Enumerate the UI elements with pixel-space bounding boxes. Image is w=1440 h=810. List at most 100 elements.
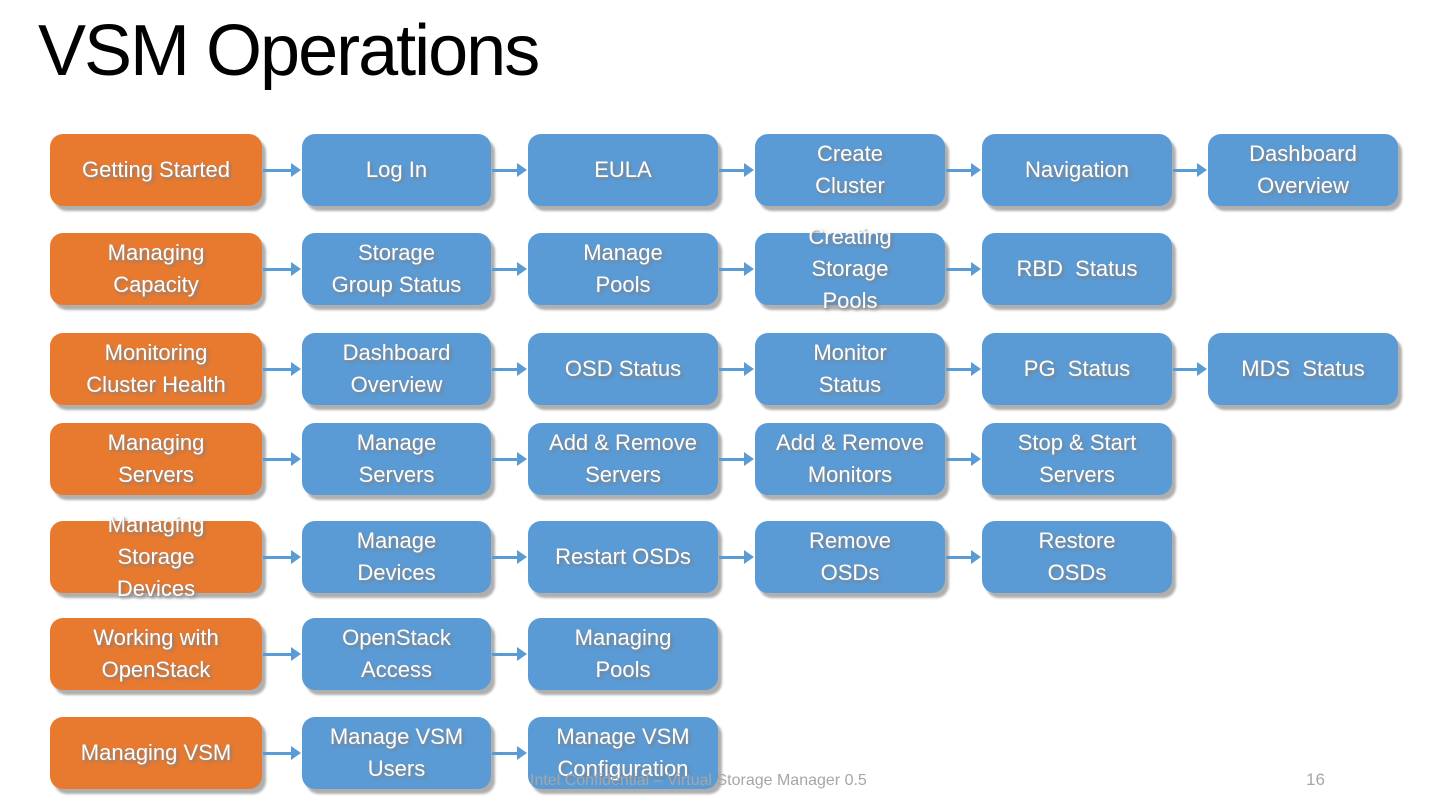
box-label: Add & Remove Monitors xyxy=(776,430,924,487)
step-box: Manage VSM Users xyxy=(302,717,491,789)
flow-arrow-icon xyxy=(946,550,981,564)
box-label: Remove OSDs xyxy=(809,528,891,585)
step-box: Manage Devices xyxy=(302,521,491,593)
step-box: OpenStack Access xyxy=(302,618,491,690)
flow-arrow-icon xyxy=(263,550,301,564)
category-box: Managing Servers xyxy=(50,423,262,495)
arrow-shaft xyxy=(1173,367,1197,371)
box-label: Monitor Status xyxy=(813,340,887,397)
arrow-head xyxy=(971,452,981,466)
box-label: Create Cluster xyxy=(815,141,885,198)
step-box: Restart OSDs xyxy=(528,521,718,593)
flow-arrow-icon xyxy=(719,550,754,564)
flow-arrow-icon xyxy=(719,362,754,376)
box-label: Restart OSDs xyxy=(555,544,691,569)
box-label: Creating Storage Pools xyxy=(808,224,892,313)
page-number: 16 xyxy=(1306,770,1325,789)
arrow-head xyxy=(517,262,527,276)
category-box: Managing Storage Devices xyxy=(50,512,262,601)
arrow-shaft xyxy=(946,555,971,559)
arrow-shaft xyxy=(492,168,517,172)
arrow-head xyxy=(291,452,301,466)
arrow-head xyxy=(744,362,754,376)
arrow-head xyxy=(517,163,527,177)
flow-arrow-icon xyxy=(263,262,301,276)
arrow-head xyxy=(971,163,981,177)
arrow-shaft xyxy=(492,751,517,755)
flow-arrow-icon xyxy=(946,163,981,177)
step-box: Add & Remove Servers xyxy=(528,423,718,495)
arrow-shaft xyxy=(719,457,744,461)
box-label: Manage Servers xyxy=(356,430,437,487)
box-label: Managing Storage Devices xyxy=(107,512,205,601)
arrow-head xyxy=(744,550,754,564)
step-box: Dashboard Overview xyxy=(302,333,491,405)
step-box: Remove OSDs xyxy=(755,521,945,593)
category-box: Getting Started xyxy=(50,134,262,206)
footer-confidential: Intel Confidential – Virtual Storage Man… xyxy=(530,772,867,789)
flow-arrow-icon xyxy=(492,262,527,276)
step-box: Log In xyxy=(302,134,491,206)
box-label: EULA xyxy=(594,157,652,182)
category-box: Managing Capacity xyxy=(50,233,262,305)
step-box: Stop & Start Servers xyxy=(982,423,1172,495)
step-box: Dashboard Overview xyxy=(1208,134,1398,206)
flow-arrow-icon xyxy=(263,362,301,376)
category-box: Working with OpenStack xyxy=(50,618,262,690)
flow-arrow-icon xyxy=(263,163,301,177)
arrow-shaft xyxy=(492,457,517,461)
arrow-shaft xyxy=(946,168,971,172)
flow-arrow-icon xyxy=(946,262,981,276)
arrow-shaft xyxy=(492,267,517,271)
box-label: Log In xyxy=(365,157,428,182)
arrow-head xyxy=(971,362,981,376)
step-box: MDS Status xyxy=(1208,333,1398,405)
arrow-head xyxy=(744,452,754,466)
flow-arrow-icon xyxy=(719,262,754,276)
arrow-head xyxy=(517,647,527,661)
flow-arrow-icon xyxy=(719,452,754,466)
box-label: Manage Devices xyxy=(356,528,437,585)
box-label: Monitoring Cluster Health xyxy=(86,340,226,397)
box-label: MDS Status xyxy=(1241,356,1365,381)
step-box: RBD Status xyxy=(982,233,1172,305)
flow-arrow-icon xyxy=(492,452,527,466)
step-box: Managing Pools xyxy=(528,618,718,690)
box-label: OpenStack Access xyxy=(342,625,451,682)
arrow-head xyxy=(517,550,527,564)
slide-title: VSM Operations xyxy=(38,11,540,91)
box-label: Dashboard Overview xyxy=(1249,141,1357,198)
box-label: RBD Status xyxy=(1016,256,1138,281)
arrow-shaft xyxy=(263,367,291,371)
step-box: Manage Pools xyxy=(528,233,718,305)
box-label: Working with OpenStack xyxy=(93,625,219,682)
box-label: Navigation xyxy=(1025,157,1129,182)
flow-arrow-icon xyxy=(492,647,527,661)
step-box: Creating Storage Pools xyxy=(755,224,945,313)
box-label: Storage Group Status xyxy=(331,240,462,297)
category-box: Managing VSM xyxy=(50,717,262,789)
box-label: Restore OSDs xyxy=(1038,528,1116,585)
arrow-shaft xyxy=(263,267,291,271)
arrow-head xyxy=(291,163,301,177)
box-label: PG Status xyxy=(1023,356,1131,381)
arrow-head xyxy=(744,262,754,276)
box-label: Managing Servers xyxy=(107,430,205,487)
flow-arrow-icon xyxy=(263,746,301,760)
flow-arrow-icon xyxy=(263,647,301,661)
arrow-shaft xyxy=(946,367,971,371)
box-label: Add & Remove Servers xyxy=(549,430,697,487)
arrow-head xyxy=(744,163,754,177)
arrow-shaft xyxy=(263,652,291,656)
arrow-head xyxy=(971,550,981,564)
step-box: EULA xyxy=(528,134,718,206)
box-label: Getting Started xyxy=(82,157,230,182)
arrow-head xyxy=(517,362,527,376)
arrow-shaft xyxy=(263,168,291,172)
step-box: Manage Servers xyxy=(302,423,491,495)
flow-arrow-icon xyxy=(492,746,527,760)
arrow-shaft xyxy=(719,367,744,371)
flow-arrow-icon xyxy=(946,362,981,376)
flow-arrow-icon xyxy=(263,452,301,466)
step-box: Storage Group Status xyxy=(302,233,491,305)
